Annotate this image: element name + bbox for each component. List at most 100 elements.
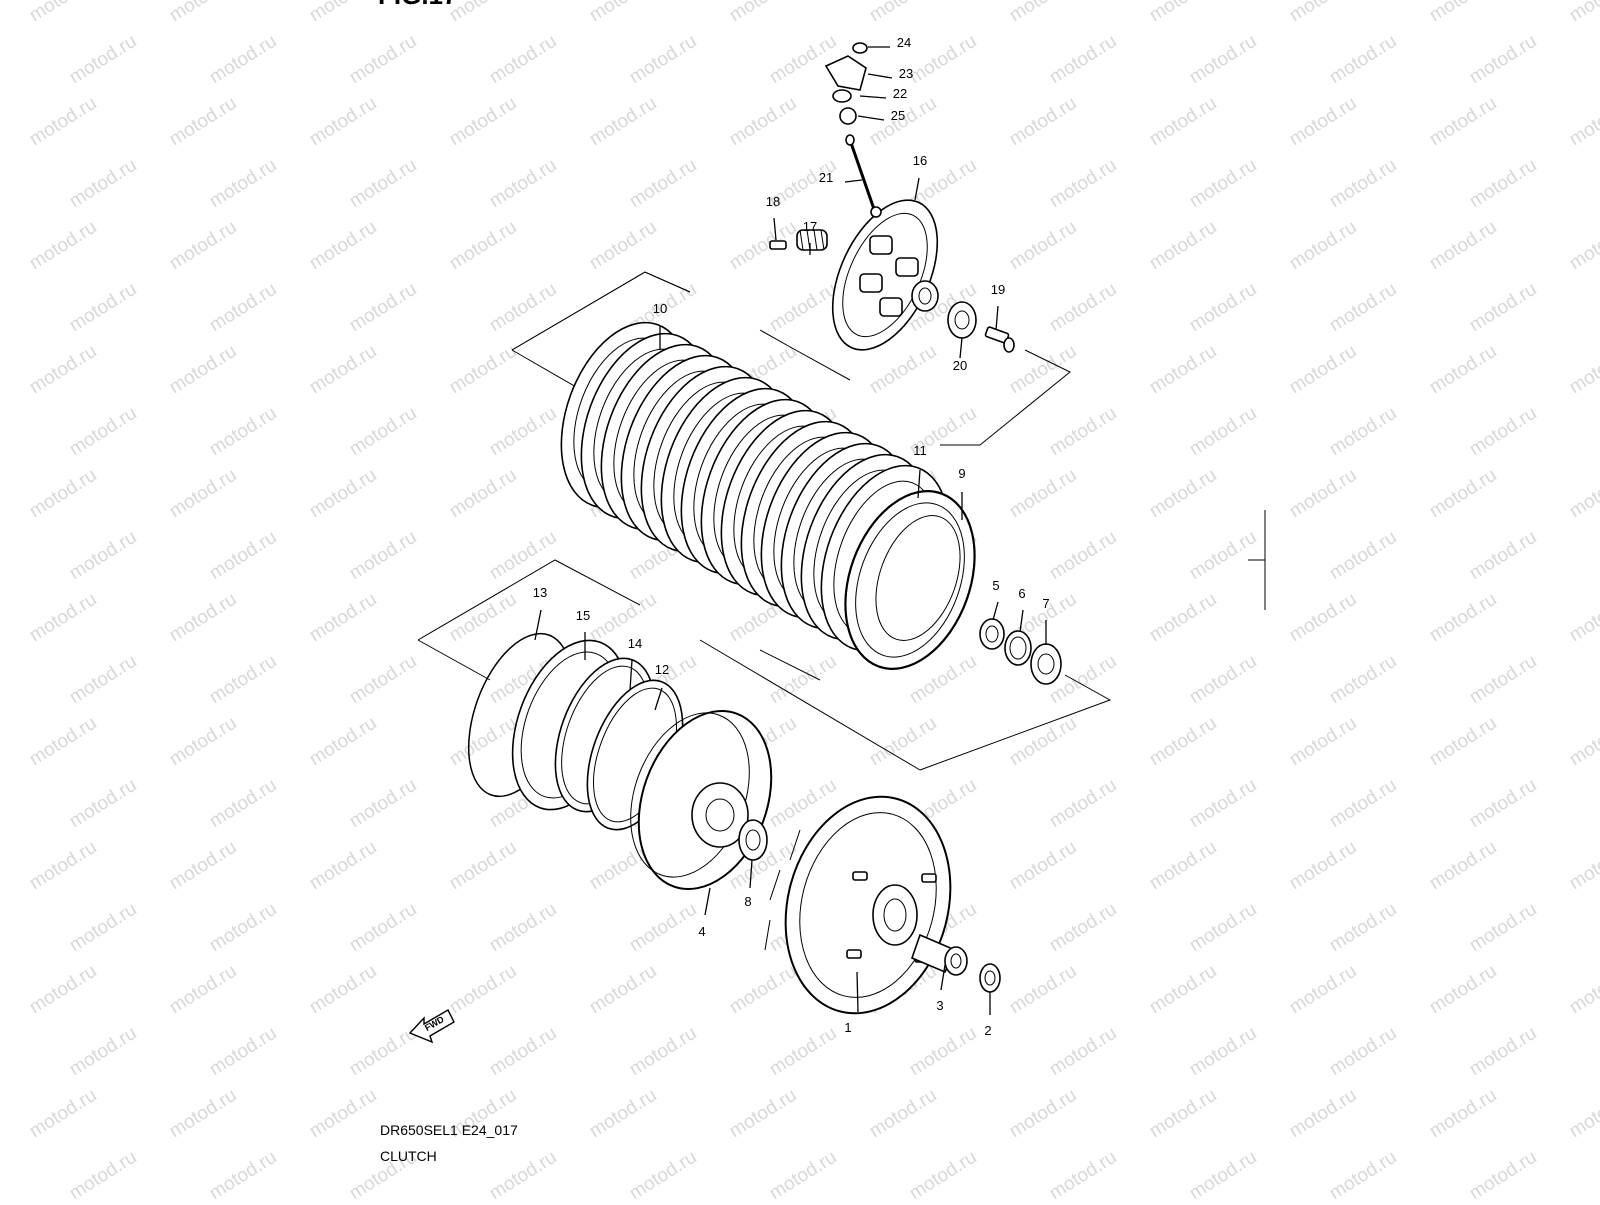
watermark-text: motod.ru [206, 1147, 281, 1200]
watermark-text: motod.ru [626, 899, 701, 957]
watermark-text: motod.ru [1426, 713, 1501, 771]
watermark-text: motod.ru [766, 1147, 841, 1200]
callout-label-16: 16 [913, 153, 927, 168]
watermark-text: motod.ru [1566, 1085, 1600, 1143]
watermark-text: motod.ru [1186, 775, 1261, 833]
watermark-text: motod.ru [1326, 1147, 1401, 1200]
watermark-text: motod.ru [486, 403, 561, 461]
watermark-text: motod.ru [1046, 1023, 1121, 1081]
washer-8 [739, 820, 767, 860]
watermark-text: motod.ru [1006, 93, 1081, 151]
watermark-text: motod.ru [726, 93, 801, 151]
watermark-text: motod.ru [586, 589, 661, 647]
callout-label-13: 13 [533, 585, 547, 600]
watermark-text: motod.ru [66, 651, 141, 709]
watermark-text: motod.ru [1286, 465, 1361, 523]
watermark-text: motod.ru [1426, 465, 1501, 523]
watermark-text: motod.ru [26, 0, 101, 26]
watermark-text: motod.ru [866, 0, 941, 26]
watermark-text: motod.ru [626, 1023, 701, 1081]
watermark-text: motod.ru [586, 93, 661, 151]
watermark-text: motod.ru [766, 651, 841, 709]
bearing-20-bolt-19 [948, 302, 1014, 352]
watermark-text: motod.ru [1566, 837, 1600, 895]
callout-leader-13 [535, 610, 541, 640]
watermark-text: motod.ru [446, 341, 521, 399]
watermark-text: motod.ru [1426, 961, 1501, 1019]
watermark-text: motod.ru [166, 465, 241, 523]
watermark-text: motod.ru [1326, 899, 1401, 957]
watermark-text: motod.ru [1186, 651, 1261, 709]
callout-leader-23 [868, 74, 892, 78]
watermark-text: motod.ru [1566, 341, 1600, 399]
watermark-text: motod.ru [1006, 713, 1081, 771]
callout-label-19: 19 [991, 282, 1005, 297]
watermark-text: motod.ru [1566, 93, 1600, 151]
watermark-text: motod.ru [166, 589, 241, 647]
watermark-text: motod.ru [206, 279, 281, 337]
watermark-text: motod.ru [1146, 0, 1221, 26]
callout-label-6: 6 [1018, 586, 1025, 601]
watermark-text: motod.ru [66, 527, 141, 585]
watermark-text: motod.ru [1186, 31, 1261, 89]
release-arm-parts [826, 43, 867, 124]
watermark-text: motod.ru [206, 527, 281, 585]
watermark-text: motod.ru [486, 527, 561, 585]
pressure-plate-16 [811, 184, 958, 366]
watermark-text: motod.ru [346, 403, 421, 461]
watermark-text: motod.ru [26, 1085, 101, 1143]
watermark-text: motod.ru [486, 1023, 561, 1081]
watermark-text: motod.ru [1006, 341, 1081, 399]
watermark-text: motod.ru [1046, 279, 1121, 337]
watermark-text: motod.ru [1426, 0, 1501, 26]
watermark-text: motod.ru [206, 403, 281, 461]
watermark-text: motod.ru [346, 651, 421, 709]
callout-label-20: 20 [953, 358, 967, 373]
watermark-text: motod.ru [766, 31, 841, 89]
watermark-text: motod.ru [1046, 1147, 1121, 1200]
watermark-text: motod.ru [306, 713, 381, 771]
watermark-text: motod.ru [446, 465, 521, 523]
watermark-text: motod.ru [1286, 961, 1361, 1019]
callout-label-8: 8 [744, 894, 751, 909]
watermark-text: motod.ru [1146, 713, 1221, 771]
watermark-text: motod.ru [1006, 217, 1081, 275]
watermark-text: motod.ru [206, 899, 281, 957]
watermark-text: motod.ru [1466, 31, 1541, 89]
watermark-text: motod.ru [1006, 465, 1081, 523]
callout-label-21: 21 [819, 170, 833, 185]
watermark-text: motod.ru [1466, 155, 1541, 213]
watermark-text: motod.ru [166, 713, 241, 771]
watermark-text: motod.ru [1186, 1147, 1261, 1200]
watermark-text: motod.ru [1466, 279, 1541, 337]
watermark-text: motod.ru [906, 1147, 981, 1200]
section-name: CLUTCH [380, 1148, 437, 1164]
watermark-text: motod.ru [346, 775, 421, 833]
watermark-text: motod.ru [1426, 341, 1501, 399]
callout-label-10: 10 [653, 301, 667, 316]
watermark-text: motod.ru [1426, 589, 1501, 647]
watermark-text: motod.ru [906, 1023, 981, 1081]
watermark-text: motod.ru [1046, 155, 1121, 213]
watermark-text: motod.ru [26, 589, 101, 647]
callout-leader-22 [860, 96, 886, 98]
watermark-text: motod.ru [66, 775, 141, 833]
watermark-text: motod.ru [1286, 837, 1361, 895]
watermark-text: motod.ru [1566, 961, 1600, 1019]
watermark-text: motod.ru [1286, 713, 1361, 771]
watermark-text: motod.ru [726, 0, 801, 26]
watermark-text: motod.ru [1186, 155, 1261, 213]
watermark-text: motod.ru [446, 713, 521, 771]
callout-label-2: 2 [984, 1023, 991, 1038]
watermark-text: motod.ru [1286, 93, 1361, 151]
watermark-text: motod.ru [26, 93, 101, 151]
watermark-text: motod.ru [26, 961, 101, 1019]
watermark-text: motod.ru [1286, 0, 1361, 26]
callout-label-1: 1 [844, 1020, 851, 1035]
callout-label-17: 17 [803, 219, 817, 234]
watermark-text: motod.ru [66, 1023, 141, 1081]
watermark-text: motod.ru [1326, 155, 1401, 213]
watermark-text: motod.ru [1426, 93, 1501, 151]
watermark-text: motod.ru [446, 93, 521, 151]
